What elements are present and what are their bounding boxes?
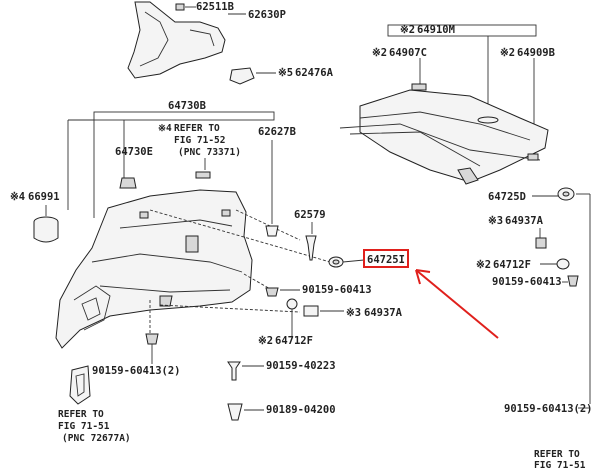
- grommet-64725D-part: [557, 187, 575, 201]
- grommet-64725I-part: [328, 256, 344, 268]
- mark-x2-m: ※2: [258, 335, 273, 347]
- mark-x2-r: ※2: [476, 259, 491, 271]
- clip-ref-part: [195, 171, 211, 179]
- pillar-trim-part: [127, 1, 226, 79]
- label-64730B: 64730B: [168, 100, 206, 112]
- label-64937A-r: 64937A: [505, 215, 544, 227]
- label-90159-60413-2r: 90159-60413(2): [504, 403, 593, 415]
- label-62476A: 62476A: [295, 67, 334, 79]
- label-90159-40223: 90159-40223: [266, 360, 336, 372]
- label-62511B: 62511B: [196, 1, 234, 13]
- red-arrow: [415, 269, 499, 339]
- refer-pnc-1: (PNC 73371): [178, 147, 241, 158]
- clip-90189-04200-part: [227, 403, 243, 421]
- refer-to-2: REFER TO: [58, 409, 104, 420]
- clip-64712F-r-part: [556, 258, 570, 270]
- label-90189-04200: 90189-04200: [266, 404, 336, 416]
- mark-x5: ※5: [278, 67, 293, 79]
- clip-64730E-part: [119, 177, 137, 189]
- mark-x3-r: ※3: [488, 215, 503, 227]
- mark-x2-64909B: ※2: [500, 47, 515, 59]
- tonneau-cover-part: [339, 83, 549, 185]
- hook-66991-part: [33, 216, 59, 243]
- clip-64712F-m-part: [286, 298, 298, 310]
- bracket-ref-part: [69, 365, 91, 405]
- clip-90159-60413-r-part: [567, 275, 579, 287]
- mark-x4-66991: ※4: [10, 191, 25, 203]
- mark-x2-64910M: ※2: [400, 24, 415, 36]
- mark-x2-64907C: ※2: [372, 47, 387, 59]
- label-62630P: 62630P: [248, 9, 286, 21]
- quarter-trim-panel-part: [55, 189, 253, 349]
- refer-pnc-2: (PNC 72677A): [62, 433, 131, 444]
- label-90159-60413-m: 90159-60413: [302, 284, 372, 296]
- label-64937A-m: 64937A: [364, 307, 403, 319]
- label-64725D: 64725D: [488, 191, 526, 203]
- trim-clip-part: [229, 67, 255, 85]
- refer-to-3: REFER TO: [534, 449, 580, 460]
- label-90159-60413-r: 90159-60413: [492, 276, 562, 288]
- highlight-box-64725I: [363, 249, 409, 268]
- refer-fig-1: FIG 71-52: [174, 135, 225, 146]
- label-64909B: 64909B: [517, 47, 555, 59]
- bracket-64730B: [93, 111, 275, 121]
- mark-x3-m: ※3: [346, 307, 361, 319]
- refer-fig-3: FIG 71-51: [534, 460, 586, 469]
- clip-90159-60413-2-part: [145, 333, 159, 345]
- mark-x4: ※4: [158, 123, 172, 134]
- label-64712F-r: 64712F: [493, 259, 531, 271]
- red-arrow-head-icon: [415, 269, 431, 285]
- screw-62579-part: [305, 235, 317, 261]
- refer-fig-2: FIG 71-51: [58, 421, 110, 432]
- label-62579: 62579: [294, 209, 326, 221]
- clip-64937A-r-part: [535, 237, 547, 249]
- label-64907C: 64907C: [389, 47, 427, 59]
- label-64712F-m: 64712F: [275, 335, 313, 347]
- clip-90159-60413-m-part: [265, 287, 279, 297]
- clip-64937A-m-part: [303, 305, 319, 317]
- screw-90159-40223-part: [227, 361, 241, 381]
- label-64910M: 64910M: [417, 24, 455, 36]
- label-64725I: 64725I: [367, 254, 405, 266]
- refer-to-1: REFER TO: [174, 123, 220, 134]
- label-66991: 66991: [28, 191, 60, 203]
- label-62627B: 62627B: [258, 126, 296, 138]
- label-64730E: 64730E: [115, 146, 153, 158]
- clip-62627B-part: [265, 225, 279, 237]
- label-90159-60413-2: 90159-60413(2): [92, 365, 181, 377]
- bracket-64910M: [387, 24, 537, 37]
